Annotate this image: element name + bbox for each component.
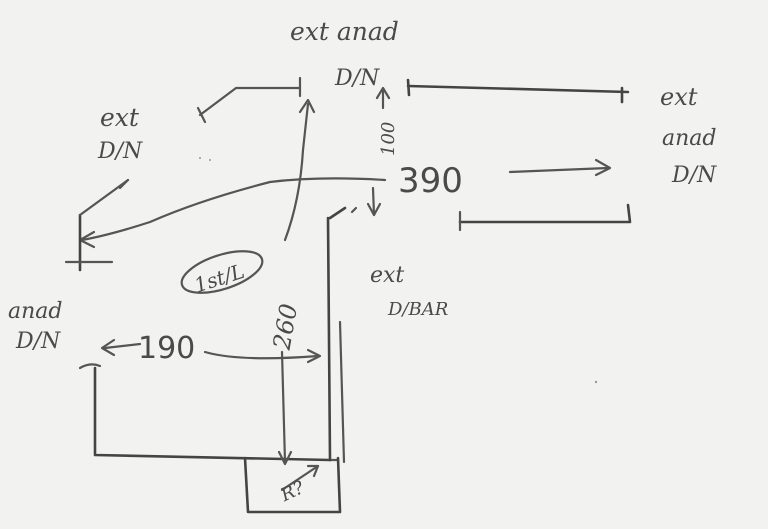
label-stair: 1st/L <box>191 259 247 298</box>
top-right-bracket <box>406 78 630 104</box>
label-small-r: R? <box>277 477 308 506</box>
room-outline <box>78 216 346 514</box>
label-dim-390: 390 <box>398 161 463 201</box>
label-dn-bottom-left: D/N <box>15 329 61 354</box>
label-anad-right: anad <box>662 126 716 151</box>
label-ext-right: ext <box>660 83 698 111</box>
label-anad-left: anad <box>8 299 62 324</box>
paper-specks <box>199 157 598 384</box>
lower-right-bracket <box>458 203 632 232</box>
label-ext-left: ext <box>100 103 140 132</box>
arrow-up-stair <box>283 98 316 242</box>
left-corner-marker <box>64 178 130 272</box>
label-dim-260: 260 <box>267 302 303 353</box>
label-dn-top: D/N <box>334 66 380 91</box>
label-dbar: D/BAR <box>387 299 448 320</box>
label-dn-right: D/N <box>671 163 717 188</box>
stair-oval <box>180 250 264 294</box>
label-dn-left: D/N <box>97 139 143 164</box>
dimension-100-arrows <box>366 86 391 217</box>
small-box-arrow <box>280 464 320 492</box>
label-dim-190: 190 <box>138 331 195 366</box>
corridor-wall <box>328 206 358 220</box>
label-dim-100: 100 <box>378 122 399 156</box>
dimension-390-arrow <box>508 158 612 177</box>
top-left-bracket <box>196 76 302 124</box>
dimension-190-arrows <box>100 338 322 364</box>
dimension-260-arrow <box>277 350 293 466</box>
label-ext-dbar: ext <box>370 263 404 288</box>
label-ext-anad-top: ext anad <box>290 17 399 46</box>
